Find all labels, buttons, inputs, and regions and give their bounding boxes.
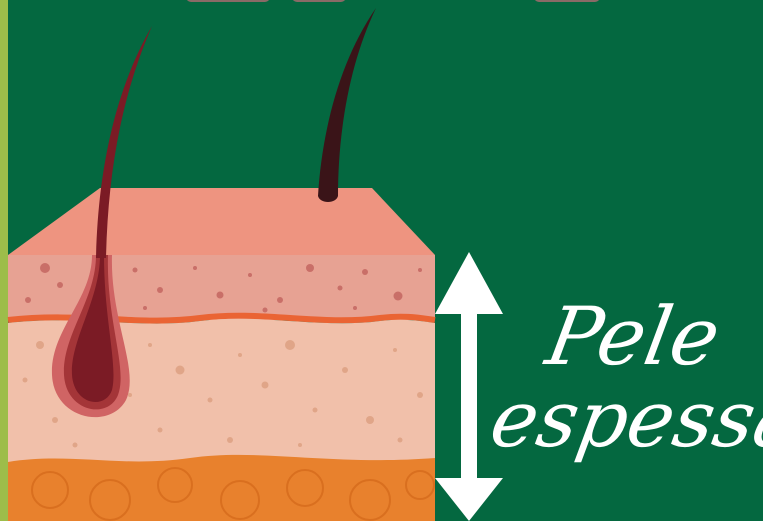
left-accent-strip [0,0,8,521]
epidermis-layer [8,255,435,320]
caption-line-2: espessa [484,375,763,465]
skin-surface-top [8,188,435,255]
caption-line-1: Pele [540,292,726,382]
double-arrow-icon [435,252,503,521]
hair-strand-icon [318,8,376,202]
top-edge-shapes [186,0,600,2]
subcutaneous-fat-layer [8,455,435,521]
